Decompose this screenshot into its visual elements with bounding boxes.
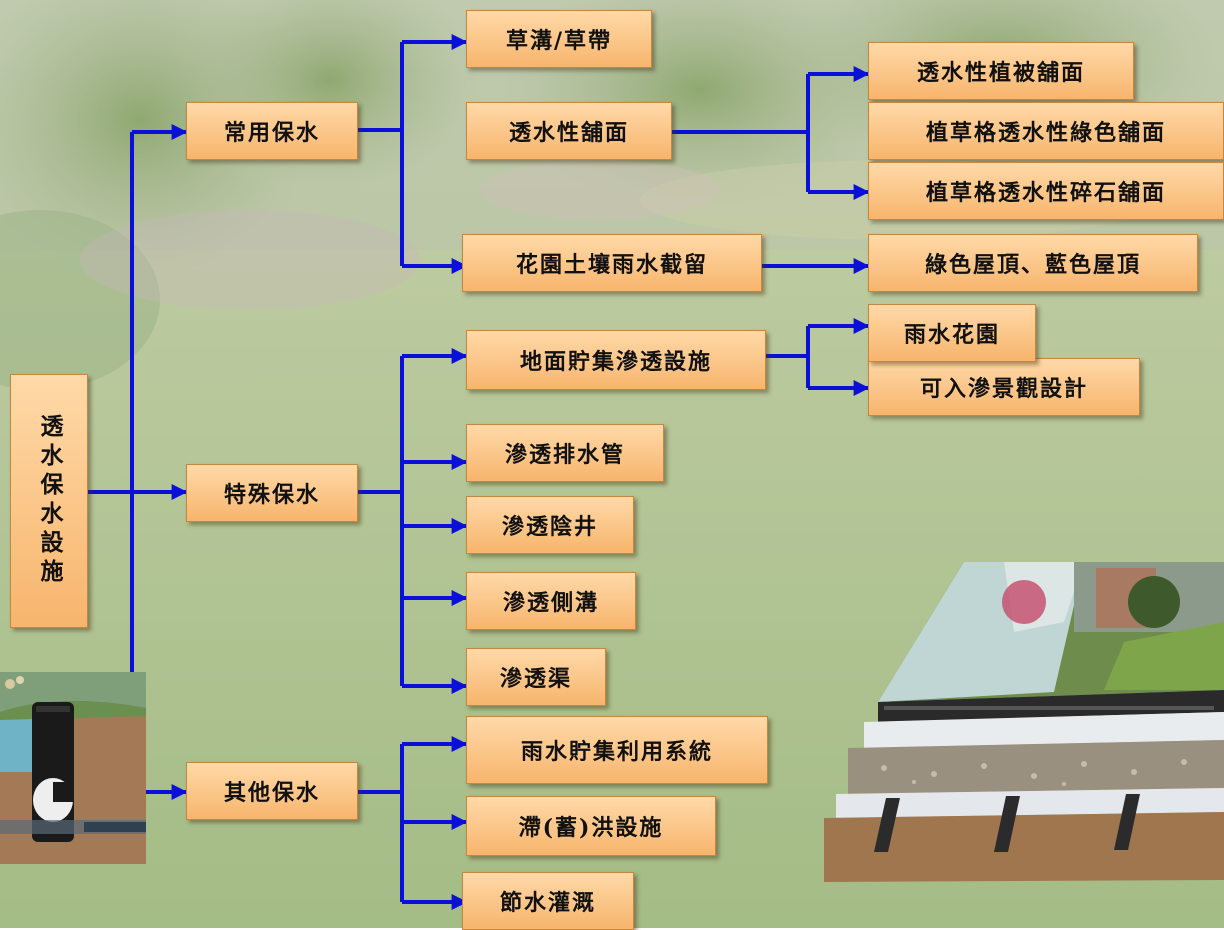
node-surface-storage: 地面貯集滲透設施 <box>466 330 766 390</box>
node-rainwater-harvest: 雨水貯集利用系統 <box>466 716 768 784</box>
category-special: 特殊保水 <box>186 464 358 522</box>
root-label: 透水保水設施 <box>36 414 63 588</box>
permeable-paving-cross-section-photo <box>824 562 1224 882</box>
node-surface-storage-rain-garden-sub: 可入滲景觀設計 <box>868 358 1140 416</box>
node-paving-vegetated: 透水性植被舖面 <box>868 42 1134 100</box>
paving-vegetated-label: 透水性植被舖面 <box>916 60 1085 86</box>
rain-garden-label: 雨水花園 <box>903 322 1000 348</box>
detention-label: 滯(蓄)洪設施 <box>518 815 664 841</box>
node-irrigation: 節水灌溉 <box>462 872 634 930</box>
category-common-label: 常用保水 <box>223 120 320 146</box>
grass-ditch-label: 草溝/草帶 <box>505 28 613 54</box>
node-paving-gravel-grid: 植草格透水性碎石舖面 <box>868 162 1224 220</box>
roofs-label: 綠色屋頂、藍色屋頂 <box>924 252 1141 278</box>
node-permeable-paving: 透水性舖面 <box>466 102 672 160</box>
category-other-label: 其他保水 <box>223 780 320 806</box>
node-drain-pipe: 滲透排水管 <box>466 424 664 482</box>
paving-green-grid-label: 植草格透水性綠色舖面 <box>925 120 1166 146</box>
node-grass-ditch: 草溝/草帶 <box>466 10 652 68</box>
node-rain-garden: 雨水花園 <box>868 304 1036 362</box>
paving-gravel-grid-label: 植草格透水性碎石舖面 <box>925 180 1166 206</box>
category-common: 常用保水 <box>186 102 358 160</box>
landscape-design-label: 可入滲景觀設計 <box>919 376 1088 402</box>
rainwater-harvest-label: 雨水貯集利用系統 <box>520 739 713 765</box>
category-other: 其他保水 <box>186 762 358 820</box>
node-garden-soil: 花園土壤雨水截留 <box>462 234 762 292</box>
irrigation-label: 節水灌溉 <box>499 890 596 916</box>
surface-storage-label: 地面貯集滲透設施 <box>519 349 712 375</box>
category-special-label: 特殊保水 <box>223 482 320 508</box>
node-detention: 滯(蓄)洪設施 <box>466 796 716 856</box>
infiltration-well-label: 滲透陰井 <box>501 514 598 540</box>
node-paving-green-grid: 植草格透水性綠色舖面 <box>868 102 1224 160</box>
root-node: 透水保水設施 <box>10 374 88 628</box>
infiltration-pipe-cross-section-photo <box>0 672 146 864</box>
node-channel: 滲透渠 <box>466 648 606 706</box>
node-side-ditch: 滲透側溝 <box>466 572 636 630</box>
node-roofs: 綠色屋頂、藍色屋頂 <box>868 234 1198 292</box>
permeable-paving-label: 透水性舖面 <box>508 120 629 146</box>
channel-label: 滲透渠 <box>499 666 572 692</box>
node-infiltration-well: 滲透陰井 <box>466 496 634 554</box>
garden-soil-label: 花園土壤雨水截留 <box>515 252 708 278</box>
drain-pipe-label: 滲透排水管 <box>504 442 625 468</box>
side-ditch-label: 滲透側溝 <box>502 590 599 616</box>
